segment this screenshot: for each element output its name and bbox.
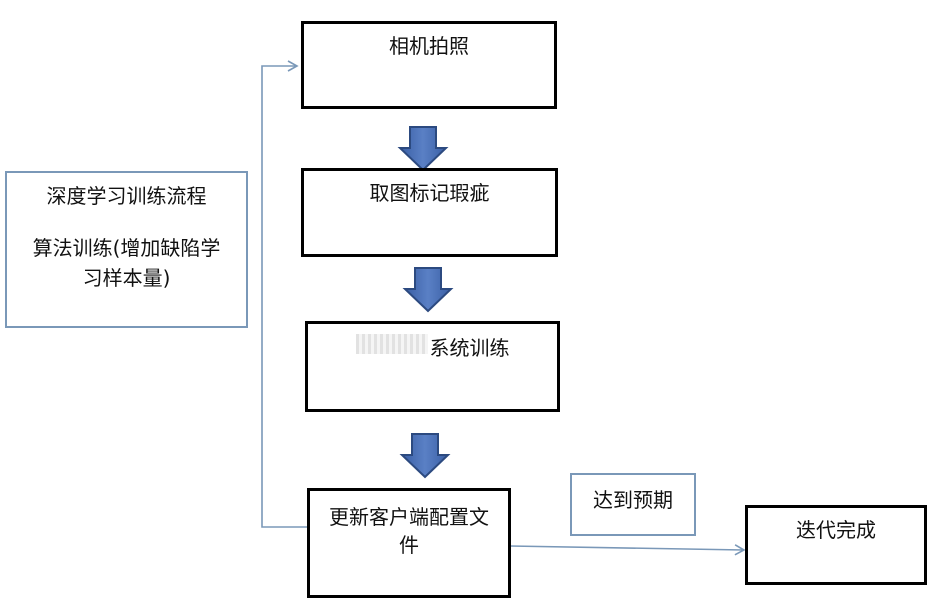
expected-reached-note: 达到预期: [570, 473, 696, 536]
training-process-detail: 算法训练(增加缺陷学习样本量): [32, 236, 221, 290]
step-camera-capture: 相机拍照: [301, 21, 557, 109]
training-process-title: 深度学习训练流程: [46, 184, 207, 208]
step-iteration-complete: 迭代完成: [745, 505, 927, 585]
expected-line: [509, 544, 746, 556]
down-arrow-1: [397, 126, 449, 172]
step-update-config: 更新客户端配置文件: [307, 488, 511, 598]
step-system-training: 系统训练: [305, 321, 560, 412]
feedback-loop-line: [261, 60, 307, 528]
down-arrow-3: [399, 433, 451, 479]
redacted-text-block: [355, 334, 428, 354]
step-mark-defects-label: 取图标记瑕疵: [369, 181, 490, 205]
step-mark-defects: 取图标记瑕疵: [301, 168, 558, 257]
expected-reached-label: 达到预期: [593, 488, 673, 512]
step-update-config-label: 更新客户端配置文件: [329, 505, 489, 557]
step-system-training-label: 系统训练: [429, 336, 510, 360]
training-process-note: 深度学习训练流程 算法训练(增加缺陷学习样本量): [5, 171, 248, 328]
step-iteration-complete-label: 迭代完成: [796, 518, 876, 542]
down-arrow-2: [402, 267, 454, 313]
step-camera-capture-label: 相机拍照: [389, 34, 469, 58]
